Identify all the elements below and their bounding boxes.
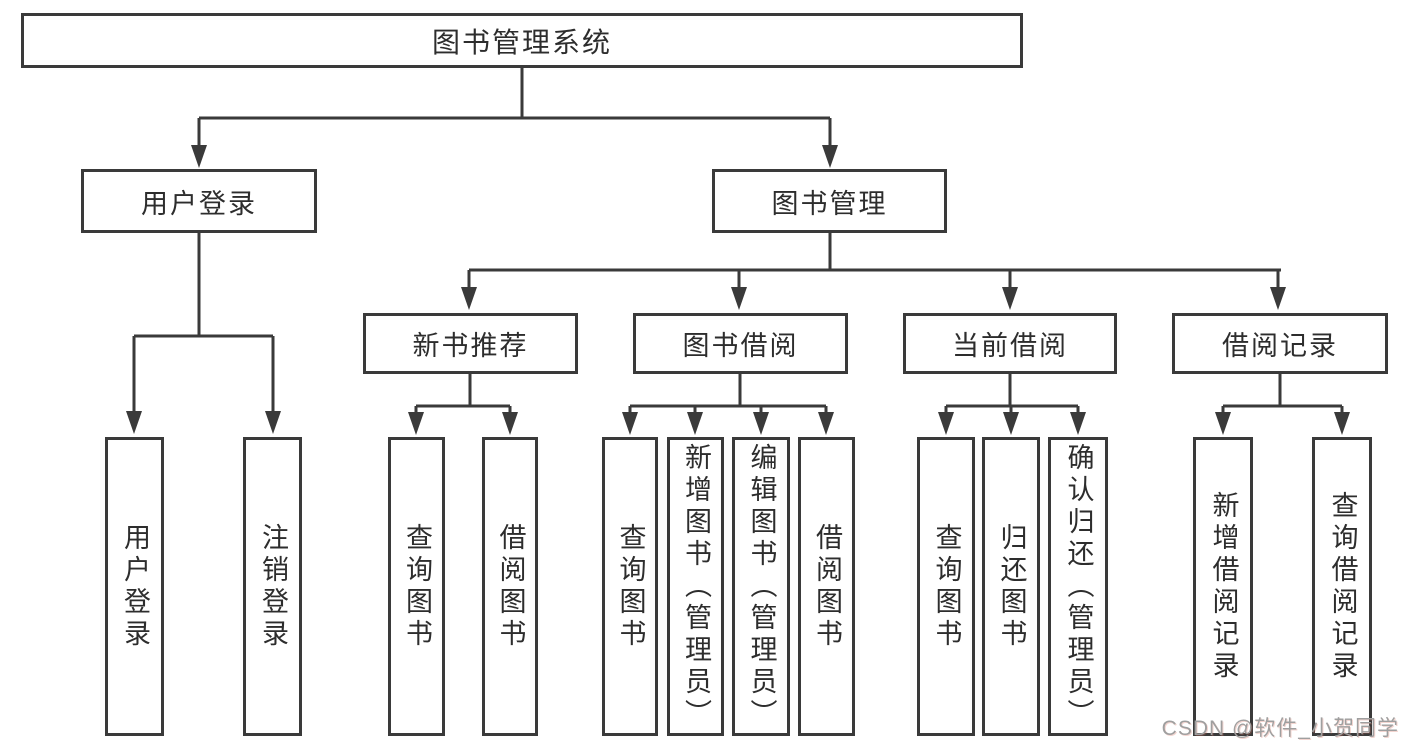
arrowhead bbox=[461, 287, 477, 310]
node-new-book-recommendation: 新书推荐 bbox=[363, 313, 578, 374]
arrowhead bbox=[822, 145, 838, 168]
leaf-search-borrow-record: 查询借阅记录 bbox=[1312, 437, 1372, 736]
arrowhead bbox=[1270, 287, 1286, 310]
arrowhead bbox=[753, 412, 769, 435]
leaf-add-book-admin: 新增图书（管理员） bbox=[667, 437, 724, 736]
leaf-add-borrow-record: 新增借阅记录 bbox=[1193, 437, 1253, 736]
leaf-edit-book-admin: 编辑图书（管理员） bbox=[732, 437, 790, 736]
leaf-confirm-return-admin: 确认归还（管理员） bbox=[1048, 437, 1108, 736]
arrowhead bbox=[1003, 412, 1019, 435]
node-book-management: 图书管理 bbox=[712, 169, 947, 233]
leaf-user-login: 用户登录 bbox=[105, 437, 164, 736]
leaf-borrow-books: 借阅图书 bbox=[798, 437, 855, 736]
arrowhead bbox=[731, 287, 747, 310]
arrowhead bbox=[265, 411, 281, 434]
csdn-watermark: CSDN @软件_小贺同学 bbox=[1161, 717, 1399, 740]
arrowhead bbox=[502, 412, 518, 435]
node-borrowing-records: 借阅记录 bbox=[1172, 313, 1388, 374]
node-library-management-system: 图书管理系统 bbox=[21, 13, 1023, 68]
arrowhead bbox=[1070, 412, 1086, 435]
arrowhead bbox=[1002, 287, 1018, 310]
arrowhead bbox=[687, 412, 703, 435]
node-book-borrowing: 图书借阅 bbox=[633, 313, 848, 374]
arrowhead bbox=[408, 412, 424, 435]
arrowhead bbox=[1334, 412, 1350, 435]
leaf-logout: 注销登录 bbox=[243, 437, 302, 736]
connector-path bbox=[132, 68, 1344, 414]
node-current-borrowing: 当前借阅 bbox=[903, 313, 1117, 374]
leaf-search-books-recommend: 查询图书 bbox=[388, 437, 445, 736]
arrowheads bbox=[126, 145, 1350, 435]
leaf-borrow-books-recommend: 借阅图书 bbox=[482, 437, 538, 736]
leaf-return-books: 归还图书 bbox=[982, 437, 1040, 736]
arrowhead bbox=[622, 412, 638, 435]
arrowhead bbox=[126, 411, 142, 434]
arrowhead bbox=[191, 145, 207, 168]
arrowhead bbox=[818, 412, 834, 435]
node-user-login: 用户登录 bbox=[81, 169, 317, 233]
arrowhead bbox=[938, 412, 954, 435]
leaf-search-books-borrowing: 查询图书 bbox=[602, 437, 658, 736]
arrowhead bbox=[1215, 412, 1231, 435]
leaf-search-books-current: 查询图书 bbox=[917, 437, 975, 736]
